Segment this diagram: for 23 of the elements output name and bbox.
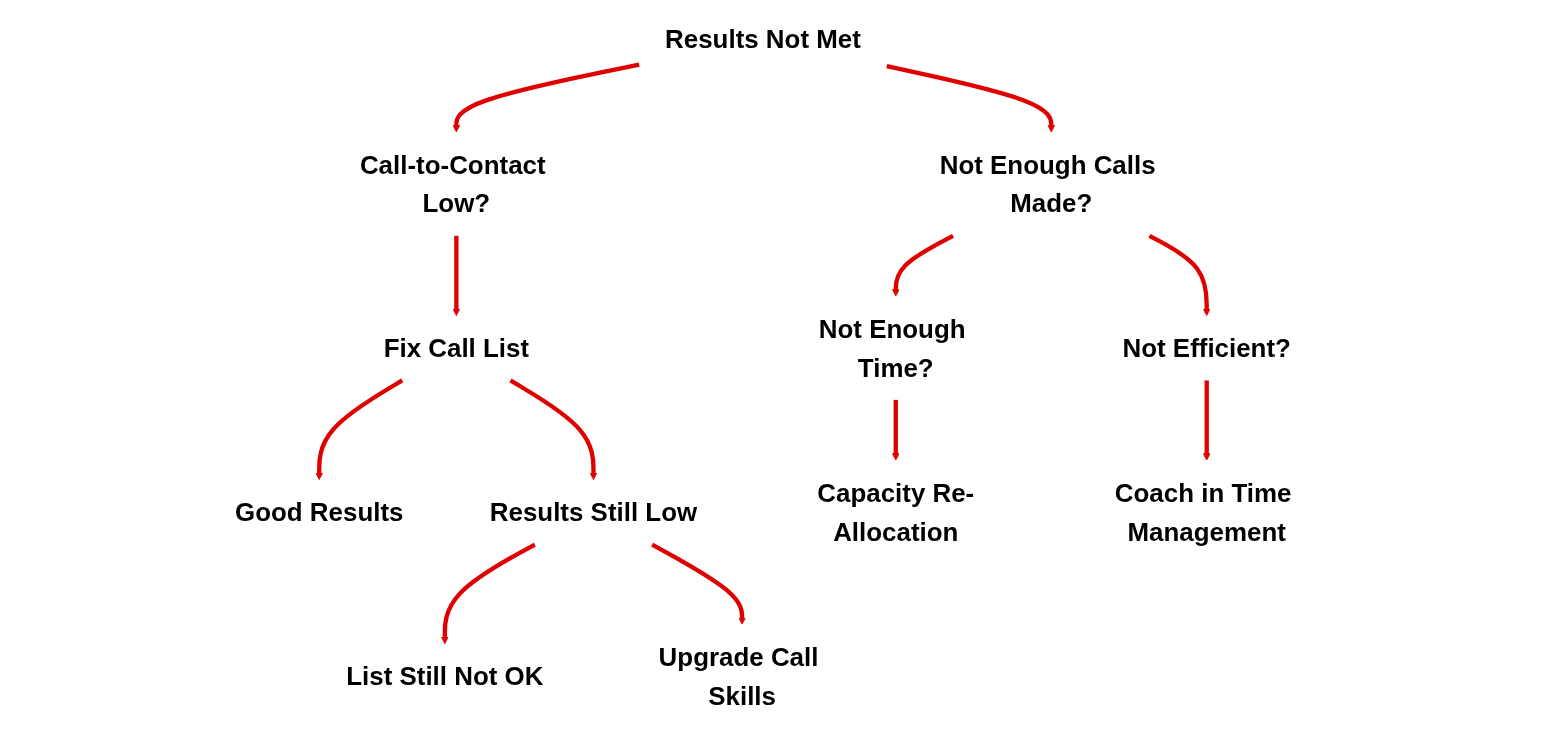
arrow: [315, 378, 404, 481]
node-text: Not Enough Time?: [818, 314, 966, 382]
node-text: Coach in Time Management: [1114, 478, 1292, 546]
arrow: [452, 62, 640, 133]
arrow: [651, 542, 746, 625]
arrow: [892, 399, 900, 461]
node-text: Good Results: [235, 497, 404, 527]
arrow: [509, 378, 598, 481]
arrow: [1202, 380, 1211, 461]
node-text: Not Enough Calls Made?: [939, 150, 1156, 218]
arrow: [886, 64, 1056, 133]
arrow: [1148, 233, 1211, 316]
node-text: Call-to-Contact Low?: [359, 150, 546, 218]
arrow: [892, 233, 955, 297]
node-text: Results Still Low: [489, 497, 698, 527]
node-text: Capacity Re-Allocation: [817, 478, 975, 546]
arrow: [452, 235, 461, 316]
node-text: Results Not Met: [665, 25, 861, 54]
arrow: [441, 542, 536, 645]
node-text: List Still Not OK: [346, 662, 544, 691]
node-text: Upgrade Call Skills: [658, 642, 819, 710]
node-text: Not Efficient?: [1122, 333, 1291, 363]
node-text: Fix Call List: [383, 333, 530, 363]
